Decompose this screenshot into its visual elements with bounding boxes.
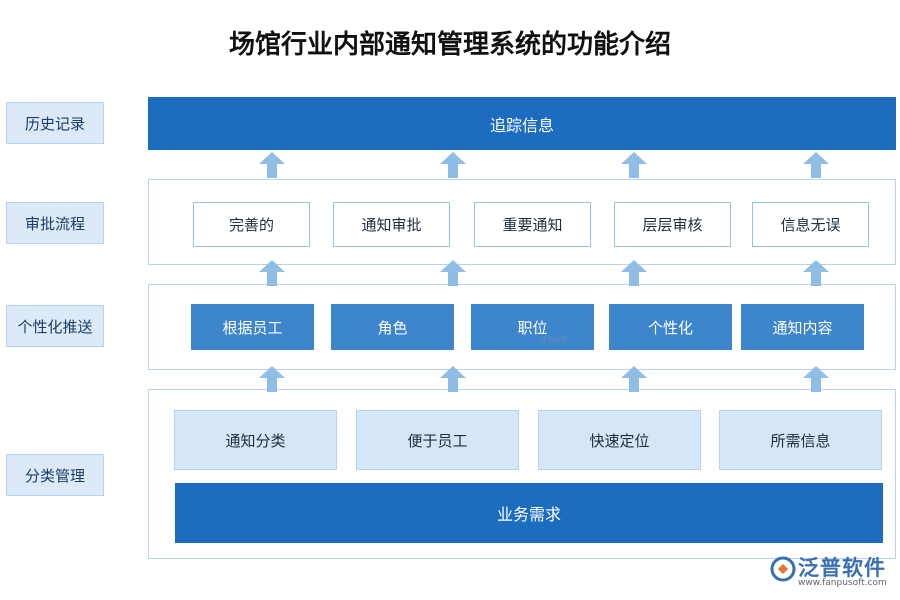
arrow-up-icon (259, 152, 285, 178)
arrow-up-icon (621, 152, 647, 178)
category-item: 所需信息 (719, 410, 882, 470)
logo-name: 泛普软件 (798, 556, 886, 580)
arrow-up-icon (803, 366, 829, 392)
arrow-up-icon (803, 260, 829, 286)
approval-item: 层层审核 (614, 202, 731, 247)
approval-item: 信息无误 (752, 202, 869, 247)
arrow-up-icon (259, 260, 285, 286)
arrow-up-icon (259, 366, 285, 392)
push-item: 个性化 (609, 304, 732, 350)
arrow-up-icon (621, 366, 647, 392)
arrow-up-icon (440, 152, 466, 178)
category-item: 通知分类 (174, 410, 337, 470)
side-label-history: 历史记录 (6, 102, 104, 144)
push-item: 根据员工 (191, 304, 314, 350)
arrow-up-icon (803, 152, 829, 178)
business-need-banner: 业务需求 (175, 483, 883, 543)
tracking-banner: 追踪信息 (148, 97, 896, 150)
side-label-push: 个性化推送 (6, 305, 104, 347)
page-title: 场馆行业内部通知管理系统的功能介绍 (228, 30, 671, 60)
push-item: 角色 (331, 304, 454, 350)
side-label-category: 分类管理 (6, 454, 104, 496)
approval-item: 重要通知 (474, 202, 591, 247)
arrow-up-icon (621, 260, 647, 286)
approval-item: 通知审批 (333, 202, 450, 247)
fanpusoft-logo: 泛普软件 www.fanpusoft.com (770, 552, 895, 594)
arrow-up-icon (440, 366, 466, 392)
approval-item: 完善的 (193, 202, 310, 247)
category-item: 便于员工 (356, 410, 519, 470)
push-item: 职位 (471, 304, 594, 350)
push-item: 通知内容 (741, 304, 864, 350)
center-watermark: 泛普软件 (540, 336, 568, 344)
logo-url: www.fanpusoft.com (798, 578, 887, 588)
category-item: 快速定位 (538, 410, 701, 470)
logo-mark-icon (770, 556, 796, 582)
side-label-approval: 审批流程 (6, 202, 104, 244)
arrow-up-icon (440, 260, 466, 286)
